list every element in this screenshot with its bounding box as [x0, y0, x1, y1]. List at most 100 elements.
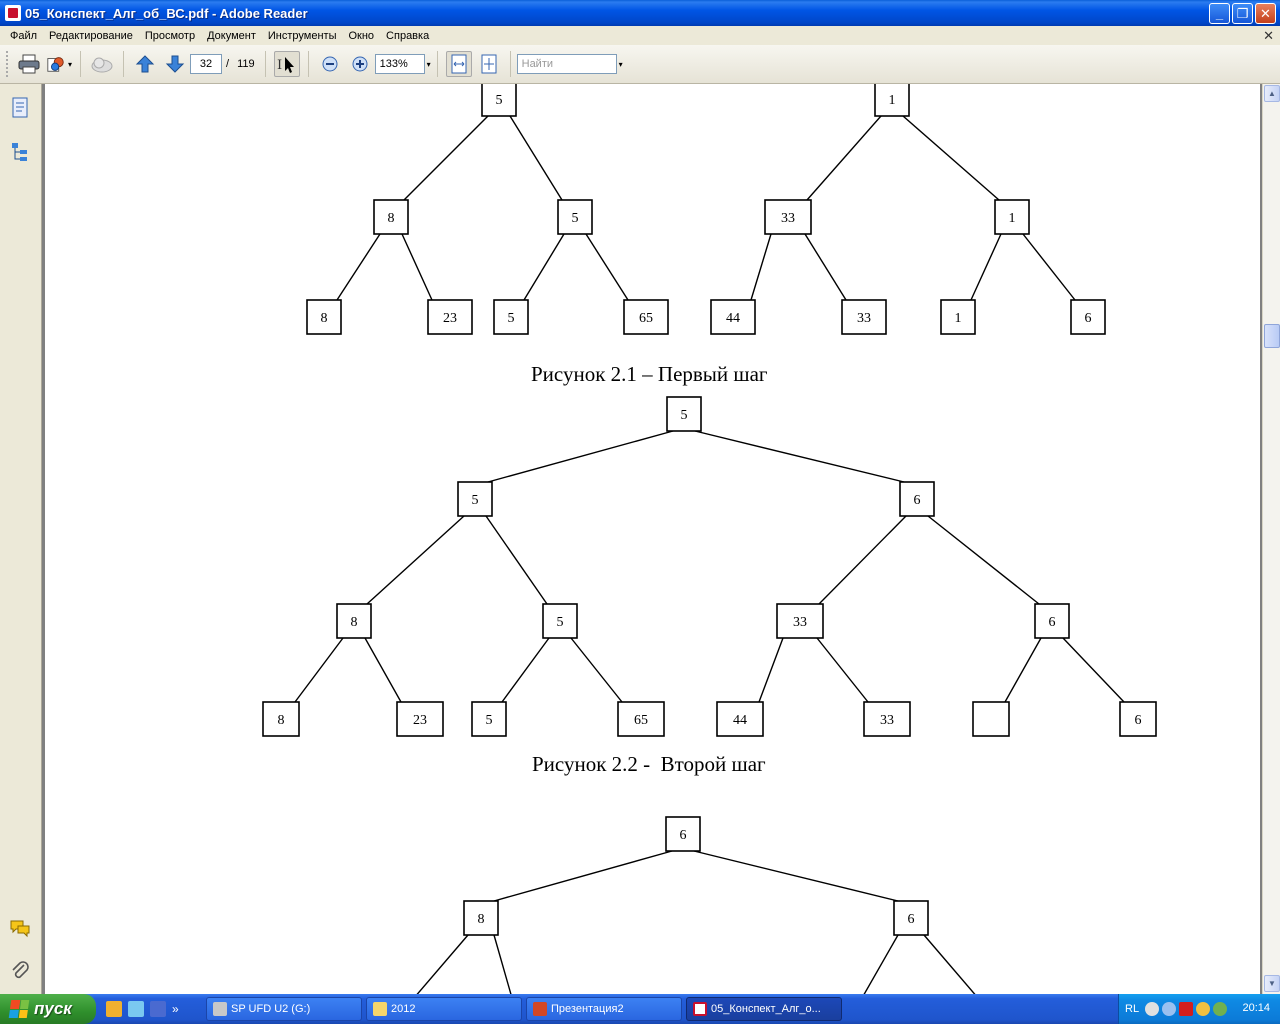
tray-back-icon[interactable] — [1145, 1002, 1160, 1016]
select-tool-button[interactable]: I — [273, 51, 300, 77]
menu-view[interactable]: Просмотр — [144, 29, 196, 42]
zoom-out-button[interactable] — [317, 51, 343, 77]
tree-node-box — [874, 84, 910, 117]
taskbar-item-drive[interactable]: SP UFD U2 (G:) — [206, 997, 362, 1021]
tree-edge — [485, 515, 548, 605]
minimize-button[interactable]: _ — [1209, 3, 1230, 24]
tree-node-label: 23 — [443, 311, 457, 326]
tree-node-label: 6 — [1135, 713, 1142, 728]
menu-edit[interactable]: Редактирование — [49, 29, 133, 42]
adobe-reader-icon — [5, 5, 21, 21]
pages-panel-icon[interactable] — [8, 96, 32, 120]
fit-page-button[interactable] — [476, 51, 502, 77]
tree-edge — [366, 515, 465, 605]
toolbar-separator — [436, 51, 438, 77]
tree-node-box — [1119, 701, 1157, 737]
quick-launch-disk-icon[interactable] — [150, 1001, 166, 1017]
menu-file[interactable]: Файл — [10, 29, 38, 42]
quick-launch-overflow-icon[interactable]: » — [172, 1002, 179, 1016]
title-bar: 05_Конспект_Алг_об_ВС.pdf - Adobe Reader… — [0, 0, 1280, 26]
tree-edge — [693, 850, 899, 902]
folder-icon — [373, 1002, 387, 1016]
zoom-out-icon — [322, 56, 338, 72]
tree-edge — [1062, 637, 1125, 703]
quick-launch-app-icon[interactable] — [106, 1001, 122, 1017]
menu-help[interactable]: Справка — [386, 29, 430, 42]
comments-panel-icon[interactable] — [8, 916, 32, 940]
windows-logo-icon — [8, 1000, 30, 1018]
tree-node-label: 8 — [388, 211, 395, 226]
tray-volume-icon[interactable] — [1213, 1002, 1228, 1016]
scroll-thumb[interactable] — [1264, 324, 1280, 348]
taskbar-item-presentation[interactable]: Презентация2 — [526, 997, 682, 1021]
tree-node-box — [262, 701, 300, 737]
zoom-level-input[interactable]: 133% — [374, 54, 425, 74]
tree-node-label: 5 — [572, 211, 579, 226]
tray-network-icon[interactable] — [1162, 1002, 1177, 1016]
menu-tools[interactable]: Инструменты — [267, 29, 337, 42]
tree-node-box — [471, 701, 507, 737]
maximize-button[interactable]: ❐ — [1232, 3, 1253, 24]
toolbar-separator — [264, 51, 266, 77]
taskbar-item-adobe-reader[interactable]: 05_Конспект_Алг_о... — [686, 997, 842, 1021]
tree-node-box — [463, 900, 499, 936]
tree-edge — [493, 934, 512, 994]
tree-node-label: 6 — [1049, 615, 1056, 630]
tree-edge — [1004, 637, 1042, 703]
tree-edge — [585, 233, 629, 301]
window-title: 05_Конспект_Алг_об_ВС.pdf - Adobe Reader — [25, 5, 308, 21]
tree-node-label: 8 — [351, 615, 358, 630]
find-input[interactable]: Найти — [516, 54, 617, 74]
toolbar-separator — [80, 51, 81, 77]
attachments-panel-icon[interactable] — [8, 958, 32, 982]
tree-node-box — [306, 299, 342, 335]
toolbar-grip[interactable] — [6, 51, 10, 77]
page-separator: / — [226, 58, 230, 70]
close-button[interactable]: ✕ — [1255, 3, 1276, 24]
zoom-dropdown-icon[interactable]: ▾ — [426, 59, 431, 69]
tree-node-box — [542, 603, 578, 639]
previous-page-button[interactable] — [132, 51, 158, 77]
menu-document[interactable]: Документ — [207, 29, 256, 42]
zoom-in-button[interactable] — [347, 51, 373, 77]
collaborate-button[interactable]: ▾ — [46, 51, 72, 77]
scroll-down-button[interactable]: ▼ — [1264, 975, 1280, 992]
quick-launch-explorer-icon[interactable] — [128, 1001, 144, 1017]
menu-window[interactable]: Окно — [348, 29, 375, 42]
tree-edge — [694, 430, 905, 483]
tree-node-label: 1 — [889, 93, 896, 108]
figure-caption-2-2: Рисунок 2.2 - Второй шаг — [532, 752, 766, 776]
fit-width-button[interactable] — [445, 51, 472, 77]
vertical-scrollbar[interactable]: ▲ ▼ — [1262, 84, 1280, 994]
page-number-input[interactable]: 32 — [190, 54, 222, 74]
tree-node-box — [994, 199, 1030, 235]
taskbar-item-folder[interactable]: 2012 — [366, 997, 522, 1021]
tray-security-icon[interactable] — [1196, 1002, 1211, 1016]
tree-node-box — [665, 816, 701, 852]
start-button[interactable]: пуск — [0, 994, 96, 1024]
tree-edge — [501, 637, 550, 703]
pdf-icon — [693, 1002, 707, 1016]
tree-edge — [403, 115, 489, 201]
arrow-up-icon — [135, 55, 155, 73]
next-page-button[interactable] — [162, 51, 188, 77]
tray-ati-icon[interactable] — [1179, 1002, 1194, 1016]
find-dropdown-icon[interactable]: ▾ — [618, 59, 623, 69]
fit-width-icon — [451, 54, 467, 74]
collaborate-icon — [47, 57, 64, 72]
tree-edge — [336, 233, 381, 301]
tree-node-box — [617, 701, 665, 737]
bookmarks-panel-icon[interactable] — [8, 140, 32, 164]
scroll-up-button[interactable]: ▲ — [1264, 85, 1280, 102]
tree-node-label: 5 — [557, 615, 564, 630]
collaborate-dropdown-icon[interactable]: ▾ — [67, 59, 72, 69]
tree-edge — [806, 115, 882, 201]
hand-cloud-button[interactable] — [89, 51, 115, 77]
tree-node-box — [940, 299, 976, 335]
print-button[interactable] — [16, 51, 42, 77]
close-document-icon[interactable]: ✕ — [1263, 28, 1274, 43]
language-indicator[interactable]: RL — [1125, 1003, 1140, 1015]
tree-edge — [923, 934, 976, 994]
